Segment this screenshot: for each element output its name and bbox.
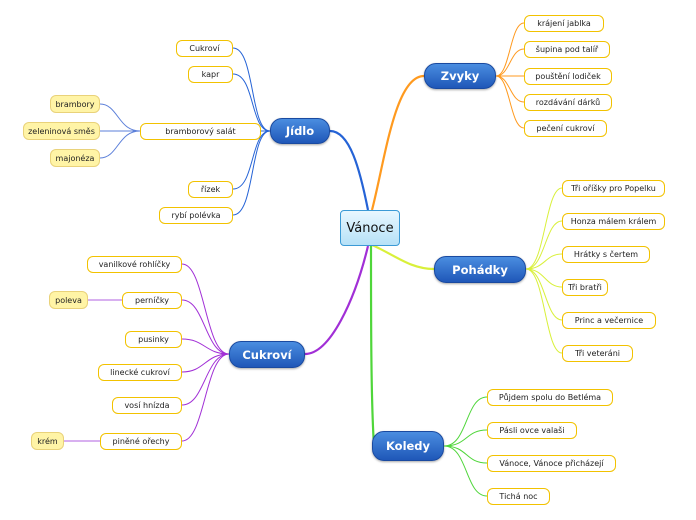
link-zvyky-4	[495, 75, 525, 103]
leaf-jidlo-rizek[interactable]: řízek	[188, 181, 233, 198]
leaf-zvyky-pousteni-lodicek[interactable]: pouštění lodiček	[524, 68, 612, 85]
leaf-zvyky-supina[interactable]: šupina pod talíř	[524, 41, 610, 58]
link-cukrovi-4	[181, 353, 230, 373]
leaf-pohadky-honza[interactable]: Honza málem králem	[562, 213, 665, 230]
leaf-salat-brambory[interactable]: brambory	[50, 95, 100, 113]
link-cukrovi-5	[181, 353, 230, 406]
link-pohadky-2	[525, 220, 563, 270]
link-jidlo-1	[232, 47, 271, 132]
link-pohadky-5	[525, 268, 563, 321]
leaf-koledy-ticha-noc[interactable]: Tichá noc	[487, 488, 550, 505]
leaf-jidlo-cukrovi[interactable]: Cukroví	[176, 40, 233, 57]
link-root-jidlo	[329, 129, 370, 211]
leaf-cukrovi-vanilkove-rohlicky[interactable]: vanilkové rohlíčky	[87, 256, 182, 273]
link-pohadky-3	[525, 253, 563, 270]
leaf-jidlo-bramborovy-salat[interactable]: bramborový salát	[140, 123, 261, 140]
branch-pohadky[interactable]: Pohádky	[434, 256, 526, 283]
branch-cukrovi[interactable]: Cukroví	[229, 341, 305, 368]
leaf-jidlo-ryba-polevka[interactable]: rybí polévka	[159, 207, 233, 224]
link-pohadky-6	[525, 268, 563, 354]
leaf-cukrovi-vosi-hnizda[interactable]: vosí hnízda	[112, 397, 182, 414]
leaf-zvyky-peceni-cukrovi[interactable]: pečení cukroví	[524, 120, 607, 137]
leaf-zvyky-krajeni-jablka[interactable]: krájení jablka	[524, 15, 604, 32]
leaf-pohadky-tri-veterani[interactable]: Tři veteráni	[562, 345, 633, 362]
link-koledy-3	[443, 445, 488, 464]
branch-jidlo[interactable]: Jídlo	[270, 118, 330, 144]
leaf-pohadky-popelka[interactable]: Tři oříšky pro Popelku	[562, 180, 665, 197]
leaf-salat-zeleninova-smes[interactable]: zeleninová směs	[23, 122, 100, 140]
link-koledy-1	[443, 396, 488, 447]
link-pohadky-1	[525, 187, 563, 270]
leaf-orechy-krem[interactable]: krém	[31, 432, 64, 450]
link-jidlo-5	[232, 130, 271, 216]
leaf-cukrovi-linecke[interactable]: linecké cukroví	[98, 364, 182, 381]
leaf-koledy-pasli-ovce[interactable]: Pásli ovce valaši	[487, 422, 577, 439]
root-node[interactable]: Vánoce	[340, 210, 400, 246]
leaf-cukrovi-pernicky[interactable]: perníčky	[122, 292, 182, 309]
leaf-cukrovi-pusinky[interactable]: pusinky	[125, 331, 182, 348]
leaf-pernicky-poleva[interactable]: poleva	[49, 291, 88, 309]
link-root-koledy	[369, 245, 376, 447]
link-cukrovi-3	[181, 338, 230, 355]
link-salat-3	[99, 130, 141, 159]
leaf-pohadky-tri-bratri[interactable]: Tři bratři	[562, 279, 608, 296]
link-root-cukrovi	[304, 245, 370, 356]
branch-zvyky[interactable]: Zvyky	[424, 63, 496, 89]
link-cukrovi-2	[181, 299, 230, 355]
leaf-koledy-pujdem-spolu[interactable]: Půjdem spolu do Betléma	[487, 389, 613, 406]
leaf-pohadky-hratky-s-certem[interactable]: Hrátky s čertem	[562, 246, 650, 263]
leaf-salat-majoneza[interactable]: majonéza	[50, 149, 100, 167]
link-zvyky-1	[495, 22, 525, 77]
leaf-koledy-vanoce-prichazeji[interactable]: Vánoce, Vánoce přicházejí	[487, 455, 616, 472]
leaf-zvyky-rozdavani-darku[interactable]: rozdávání dárků	[524, 94, 612, 111]
link-cukrovi-6	[181, 353, 230, 442]
link-root-pohadky	[371, 243, 435, 271]
link-koledy-4	[443, 445, 488, 497]
leaf-pohadky-princ-a-vecernice[interactable]: Princ a večernice	[562, 312, 656, 329]
link-cukrovi-1	[181, 263, 230, 355]
link-jidlo-2	[232, 73, 271, 132]
leaf-jidlo-kapr[interactable]: kapr	[188, 66, 233, 83]
link-root-zvyky	[370, 74, 425, 211]
leaf-cukrovi-pinene-orechy[interactable]: piněné ořechy	[100, 433, 182, 450]
branch-koledy[interactable]: Koledy	[372, 431, 444, 461]
link-salat-1	[99, 103, 141, 132]
link-zvyky-2	[495, 48, 525, 77]
link-zvyky-5	[495, 75, 525, 129]
link-koledy-2	[443, 429, 488, 447]
